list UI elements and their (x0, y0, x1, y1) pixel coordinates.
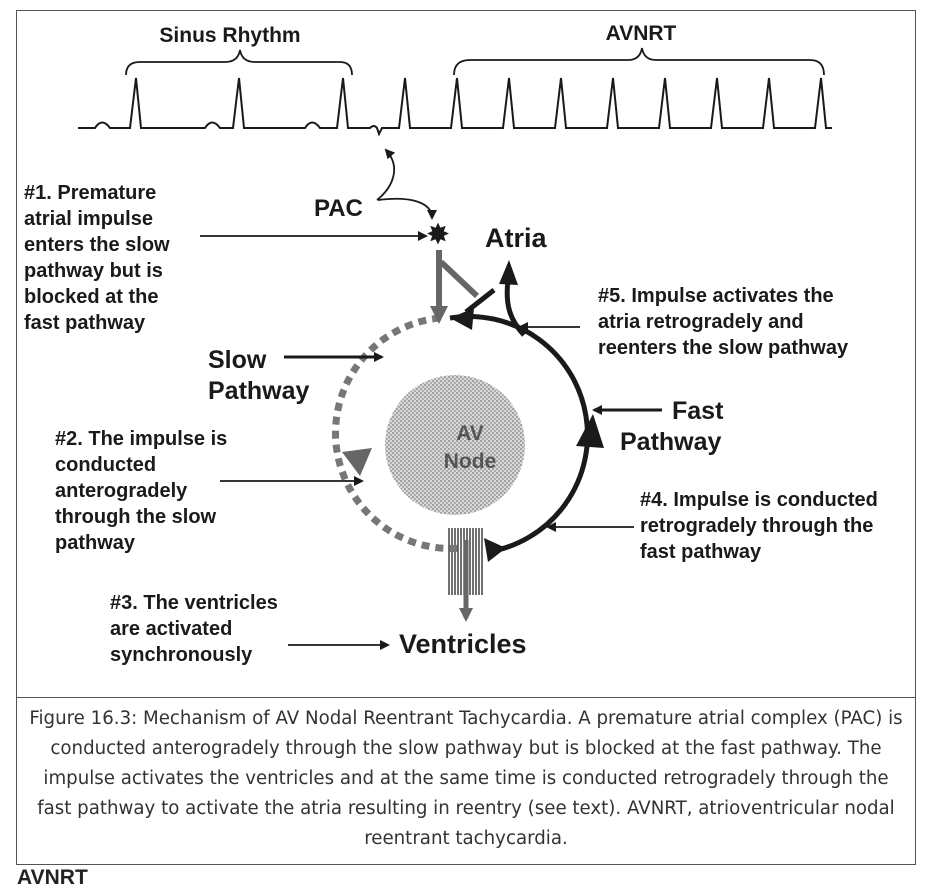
label-pointers (200, 231, 662, 650)
step1-annotation: #1. Premature atrial impulse enters the … (24, 182, 170, 334)
av-node-label-line1: AV (456, 422, 484, 445)
slow-reentry-arrowhead (450, 308, 474, 330)
ventricles-label: Ventricles (399, 629, 527, 659)
step3-line: #3. The ventricles (110, 592, 278, 614)
step1-line: atrial impulse (24, 208, 153, 230)
avnrt-diagram: Sinus Rhythm AVNRT PAC ✸ AV Node (24, 22, 878, 666)
step5-annotation: #5. Impulse activates the atria retrogra… (598, 285, 849, 359)
step4-annotation: #4. Impulse is conducted retrogradely th… (640, 489, 878, 563)
av-node-label-line2: Node (444, 450, 497, 473)
atria-label: Atria (485, 223, 547, 253)
pac-to-star-arrow (377, 197, 437, 220)
step2-line: #2. The impulse is (55, 428, 227, 450)
step1-line: #1. Premature (24, 182, 156, 204)
fast-pathway (449, 313, 591, 555)
fast-pathway-label-line1: Fast (672, 397, 724, 425)
step5-line: reenters the slow pathway (598, 337, 849, 359)
step1-line: enters the slow (24, 234, 170, 256)
step2-line: anterogradely (55, 480, 188, 502)
section-heading: AVNRT (17, 866, 88, 889)
ecg-strip: Sinus Rhythm AVNRT (78, 22, 832, 137)
step5-line: #5. Impulse activates the (598, 285, 834, 307)
figure-caption: Figure 16.3: Mechanism of AV Nodal Reent… (29, 708, 903, 849)
figure-caption-box: Figure 16.3: Mechanism of AV Nodal Reent… (17, 697, 915, 864)
pac-entry-arrowhead (430, 306, 448, 324)
step5-line: atria retrogradely and (598, 311, 804, 333)
pac-star-icon: ✸ (426, 219, 449, 249)
step3-annotation: #3. The ventricles are activated synchro… (110, 592, 278, 666)
avnrt-brace (453, 47, 825, 76)
fast-pathway-label-line2: Pathway (620, 428, 722, 456)
slow-pathway-label-line1: Slow (208, 346, 267, 374)
fast-pathway-arrowhead-bottom (484, 538, 506, 562)
block-path (438, 259, 480, 299)
step4-line: #4. Impulse is conducted (640, 489, 878, 511)
step4-line: fast pathway (640, 541, 762, 563)
step2-line: pathway (55, 532, 136, 554)
pac-to-ecg-arrow (376, 148, 396, 201)
step3-line: synchronously (110, 644, 253, 666)
ecg-trace (78, 77, 832, 137)
sinus-rhythm-brace (125, 49, 353, 76)
slow-pathway-label-line2: Pathway (208, 377, 310, 405)
fast-pathway-block-bar (464, 288, 496, 314)
step4-line: retrogradely through the (640, 515, 873, 537)
fast-pathway-arrowhead-up (576, 414, 604, 448)
sinus-rhythm-label: Sinus Rhythm (159, 24, 300, 47)
step3-line: are activated (110, 618, 232, 640)
step2-annotation: #2. The impulse is conducted anterograde… (55, 428, 227, 554)
step1-line: fast pathway (24, 312, 146, 334)
pac-pointers: PAC ✸ (314, 148, 449, 249)
step2-line: conducted (55, 454, 156, 476)
slow-pathway-arrowhead (342, 448, 372, 476)
atria-arrowhead (499, 260, 518, 285)
step2-line: through the slow (55, 506, 217, 528)
slow-pathway (331, 314, 463, 553)
avnrt-rhythm-label: AVNRT (606, 22, 677, 45)
step1-line: pathway but is (24, 260, 163, 282)
step1-line: blocked at the (24, 286, 158, 308)
av-node (385, 375, 525, 515)
pac-label: PAC (314, 195, 363, 222)
